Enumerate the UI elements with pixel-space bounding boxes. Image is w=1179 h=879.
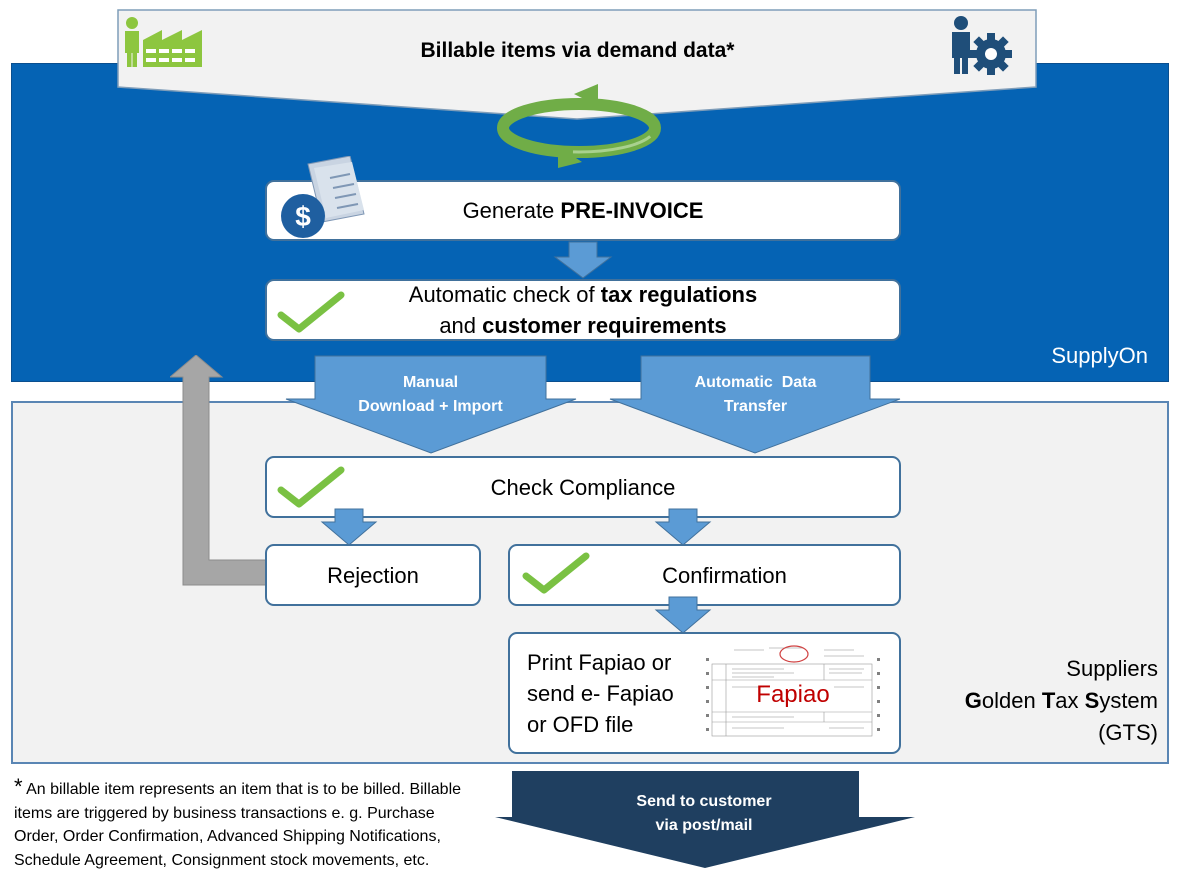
supplyon-label: SupplyOn: [1051, 343, 1148, 368]
gts-word-olden: olden: [981, 688, 1042, 713]
automatic-transfer-label: Automatic Data Transfer: [641, 371, 870, 419]
auto-check-bold-2: customer requirements: [482, 313, 727, 338]
manual-transfer-arrow: [285, 355, 577, 454]
flow-arrow-rejection: [320, 508, 378, 546]
gts-label-line-2: Golden Tax System: [965, 685, 1158, 717]
send-line-1: Send to customer: [636, 793, 772, 810]
factory-person-icon: [125, 17, 202, 67]
flow-arrow-confirmation: [654, 508, 712, 546]
gts-initial-s: S: [1084, 688, 1100, 713]
flow-arrow-1: [553, 241, 613, 279]
print-line-1: Print Fapiao or: [527, 649, 672, 675]
cycle-arrows-icon: [497, 84, 661, 168]
gts-label: Suppliers Golden Tax System (GTS): [965, 653, 1158, 749]
pre-invoice-bold: PRE-INVOICE: [560, 198, 704, 223]
print-line-3: or OFD file: [527, 711, 634, 737]
flow-arrow-print: [654, 596, 712, 634]
manual-transfer-label: Manual Download + Import: [315, 371, 546, 419]
fapiao-label: Fapiao: [756, 681, 830, 708]
rejection-box: Rejection: [265, 544, 481, 606]
checkmark-icon: [277, 466, 345, 508]
gts-label-line-1: Suppliers: [1066, 656, 1158, 681]
manual-transfer-line-2: Download + Import: [358, 398, 503, 415]
footnote-line-4: Schedule Agreement, Consignment stock mo…: [14, 851, 430, 869]
footnote-line-2: items are triggered by business transact…: [14, 804, 435, 822]
auto-check-text-1: Automatic check of: [408, 282, 601, 307]
return-arrow: [170, 355, 269, 586]
checkmark-icon: [277, 291, 345, 333]
automatic-transfer-line-2: Transfer: [723, 398, 788, 415]
send-to-customer-label: Send to customer via post/mail: [512, 790, 896, 838]
auto-check-text-2: and: [439, 313, 483, 338]
top-banner-title: Billable items via demand data*: [420, 39, 735, 62]
top-banner-shape: [117, 9, 1037, 120]
auto-check-box: Automatic check of tax regulations and c…: [265, 279, 901, 341]
gts-initial-g: G: [964, 688, 982, 713]
send-line-2: via post/mail: [655, 817, 753, 834]
gts-label-line-3: (GTS): [1098, 720, 1158, 745]
send-to-customer-arrow: [495, 771, 915, 868]
confirmation-label: Confirmation: [662, 562, 787, 588]
auto-check-bold-1: tax regulations: [600, 282, 758, 307]
footnote: * An billable item represents an item th…: [14, 775, 554, 872]
automatic-transfer-arrow: [609, 355, 901, 454]
gts-initial-t: T: [1041, 688, 1056, 713]
print-line-2: send e- Fapiao: [527, 680, 674, 706]
fapiao-document-icon: [704, 642, 882, 742]
checkmark-icon: [522, 552, 590, 594]
person-gear-icon: [952, 16, 1012, 75]
automatic-transfer-line-1: Automatic Data: [694, 374, 817, 391]
gts-word-ystem: ystem: [1099, 688, 1158, 713]
invoice-dollar-icon: $: [281, 156, 365, 238]
rejection-label: Rejection: [327, 562, 419, 588]
manual-transfer-line-1: Manual: [402, 374, 459, 391]
footnote-star: *: [14, 774, 23, 799]
footnote-line-1: An billable item represents an item that…: [22, 781, 462, 798]
check-compliance-label: Check Compliance: [490, 474, 676, 500]
pre-invoice-box: Generate PRE-INVOICE: [265, 180, 901, 241]
pre-invoice-prefix: Generate: [462, 198, 561, 223]
confirmation-box: Confirmation: [508, 544, 901, 606]
check-compliance-box: Check Compliance: [265, 456, 901, 518]
svg-text:$: $: [295, 201, 311, 232]
gts-word-ax: ax: [1055, 688, 1085, 713]
footnote-line-3: Order, Order Confirmation, Advanced Ship…: [14, 828, 441, 845]
